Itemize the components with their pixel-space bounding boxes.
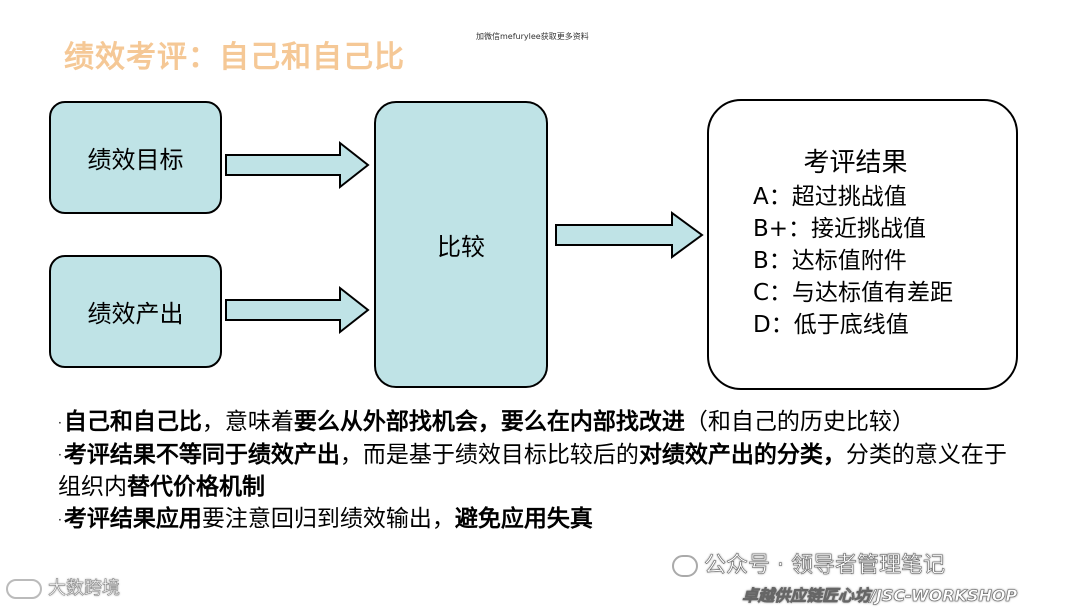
bullet-marker: ·: [58, 448, 62, 462]
bullet-2: ·考评结果不等同于绩效产出，而是基于绩效目标比较后的对绩效产出的分类，分类的意义…: [58, 439, 1018, 504]
compare-box-label: 比较: [437, 233, 485, 261]
bullet-2-part-3: 对绩效产出的分类，: [638, 441, 846, 468]
watermark-logo-icon: [6, 579, 42, 599]
bullet-2-part-2: ，而是基于绩效目标比较后的: [339, 441, 639, 468]
bullet-1-part-4: （和自己的历史比较）: [684, 409, 915, 435]
bullet-marker: ·: [58, 512, 62, 527]
watermark-right: 卓越供应链匠心坊/JSC-WORKSHOP: [742, 586, 1018, 606]
result-item-a: A：超过挑战值: [753, 184, 907, 210]
result-box: 考评结果 A：超过挑战值 B+：接近挑战值 B：达标值附件 C：与达标值有差距 …: [707, 99, 1018, 390]
arrow-goal-to-compare: [225, 140, 370, 190]
watermark-left: 大数跨境: [6, 574, 120, 600]
bullet-marker: ·: [58, 415, 62, 430]
result-item-d: D：低于底线值: [753, 312, 909, 338]
arrow-output-to-compare: [225, 285, 370, 335]
bullet-2-part-5: 替代价格机制: [127, 474, 265, 500]
arrow-compare-to-result: [555, 211, 704, 259]
result-list: A：超过挑战值 B+：接近挑战值 B：达标值附件 C：与达标值有差距 D：低于底…: [753, 181, 1016, 341]
bullet-1-part-1: 自己和自己比: [63, 409, 202, 435]
output-box: 绩效产出: [49, 255, 222, 368]
watermark-middle-text: 公众号 · 领导者管理笔记: [704, 553, 945, 579]
result-item-b-plus: B+：接近挑战值: [753, 216, 927, 242]
result-title: 考评结果: [803, 148, 908, 178]
bullet-1-part-3: 要么从外部找机会，要么在内部找改进: [293, 409, 685, 435]
slide-title: 绩效考评：自己和自己比: [64, 40, 405, 75]
compare-box: 比较: [374, 101, 548, 388]
goal-box-label: 绩效目标: [87, 146, 184, 174]
goal-box: 绩效目标: [49, 101, 222, 214]
bullet-3-part-2: 要注意回归到绩效输出，: [201, 506, 455, 532]
wechat-icon: [672, 555, 698, 577]
watermark-left-text: 大数跨境: [48, 578, 121, 600]
watermark-middle: 公众号 · 领导者管理笔记: [672, 547, 945, 579]
bullet-2-part-1: 考评结果不等同于绩效产出: [63, 441, 340, 468]
result-item-c: C：与达标值有差距: [753, 280, 954, 306]
bullet-2-part-4: 分类的意义在于组织内: [58, 441, 1007, 501]
bullet-1-part-2: ，意味着: [201, 409, 294, 435]
header-note: 加微信mefurylee获取更多资料: [476, 32, 589, 41]
bullet-3-part-1: 考评结果应用: [63, 506, 202, 532]
result-item-b: B：达标值附件: [753, 248, 907, 274]
bullet-3: ·考评结果应用要注意回归到绩效输出，避免应用失真: [58, 503, 1018, 536]
output-box-label: 绩效产出: [87, 300, 184, 328]
bullet-3-part-3: 避免应用失真: [454, 506, 593, 532]
bullet-1: ·自己和自己比，意味着要么从外部找机会，要么在内部找改进（和自己的历史比较）: [58, 406, 1018, 439]
bullet-list: ·自己和自己比，意味着要么从外部找机会，要么在内部找改进（和自己的历史比较） ·…: [58, 406, 1018, 536]
